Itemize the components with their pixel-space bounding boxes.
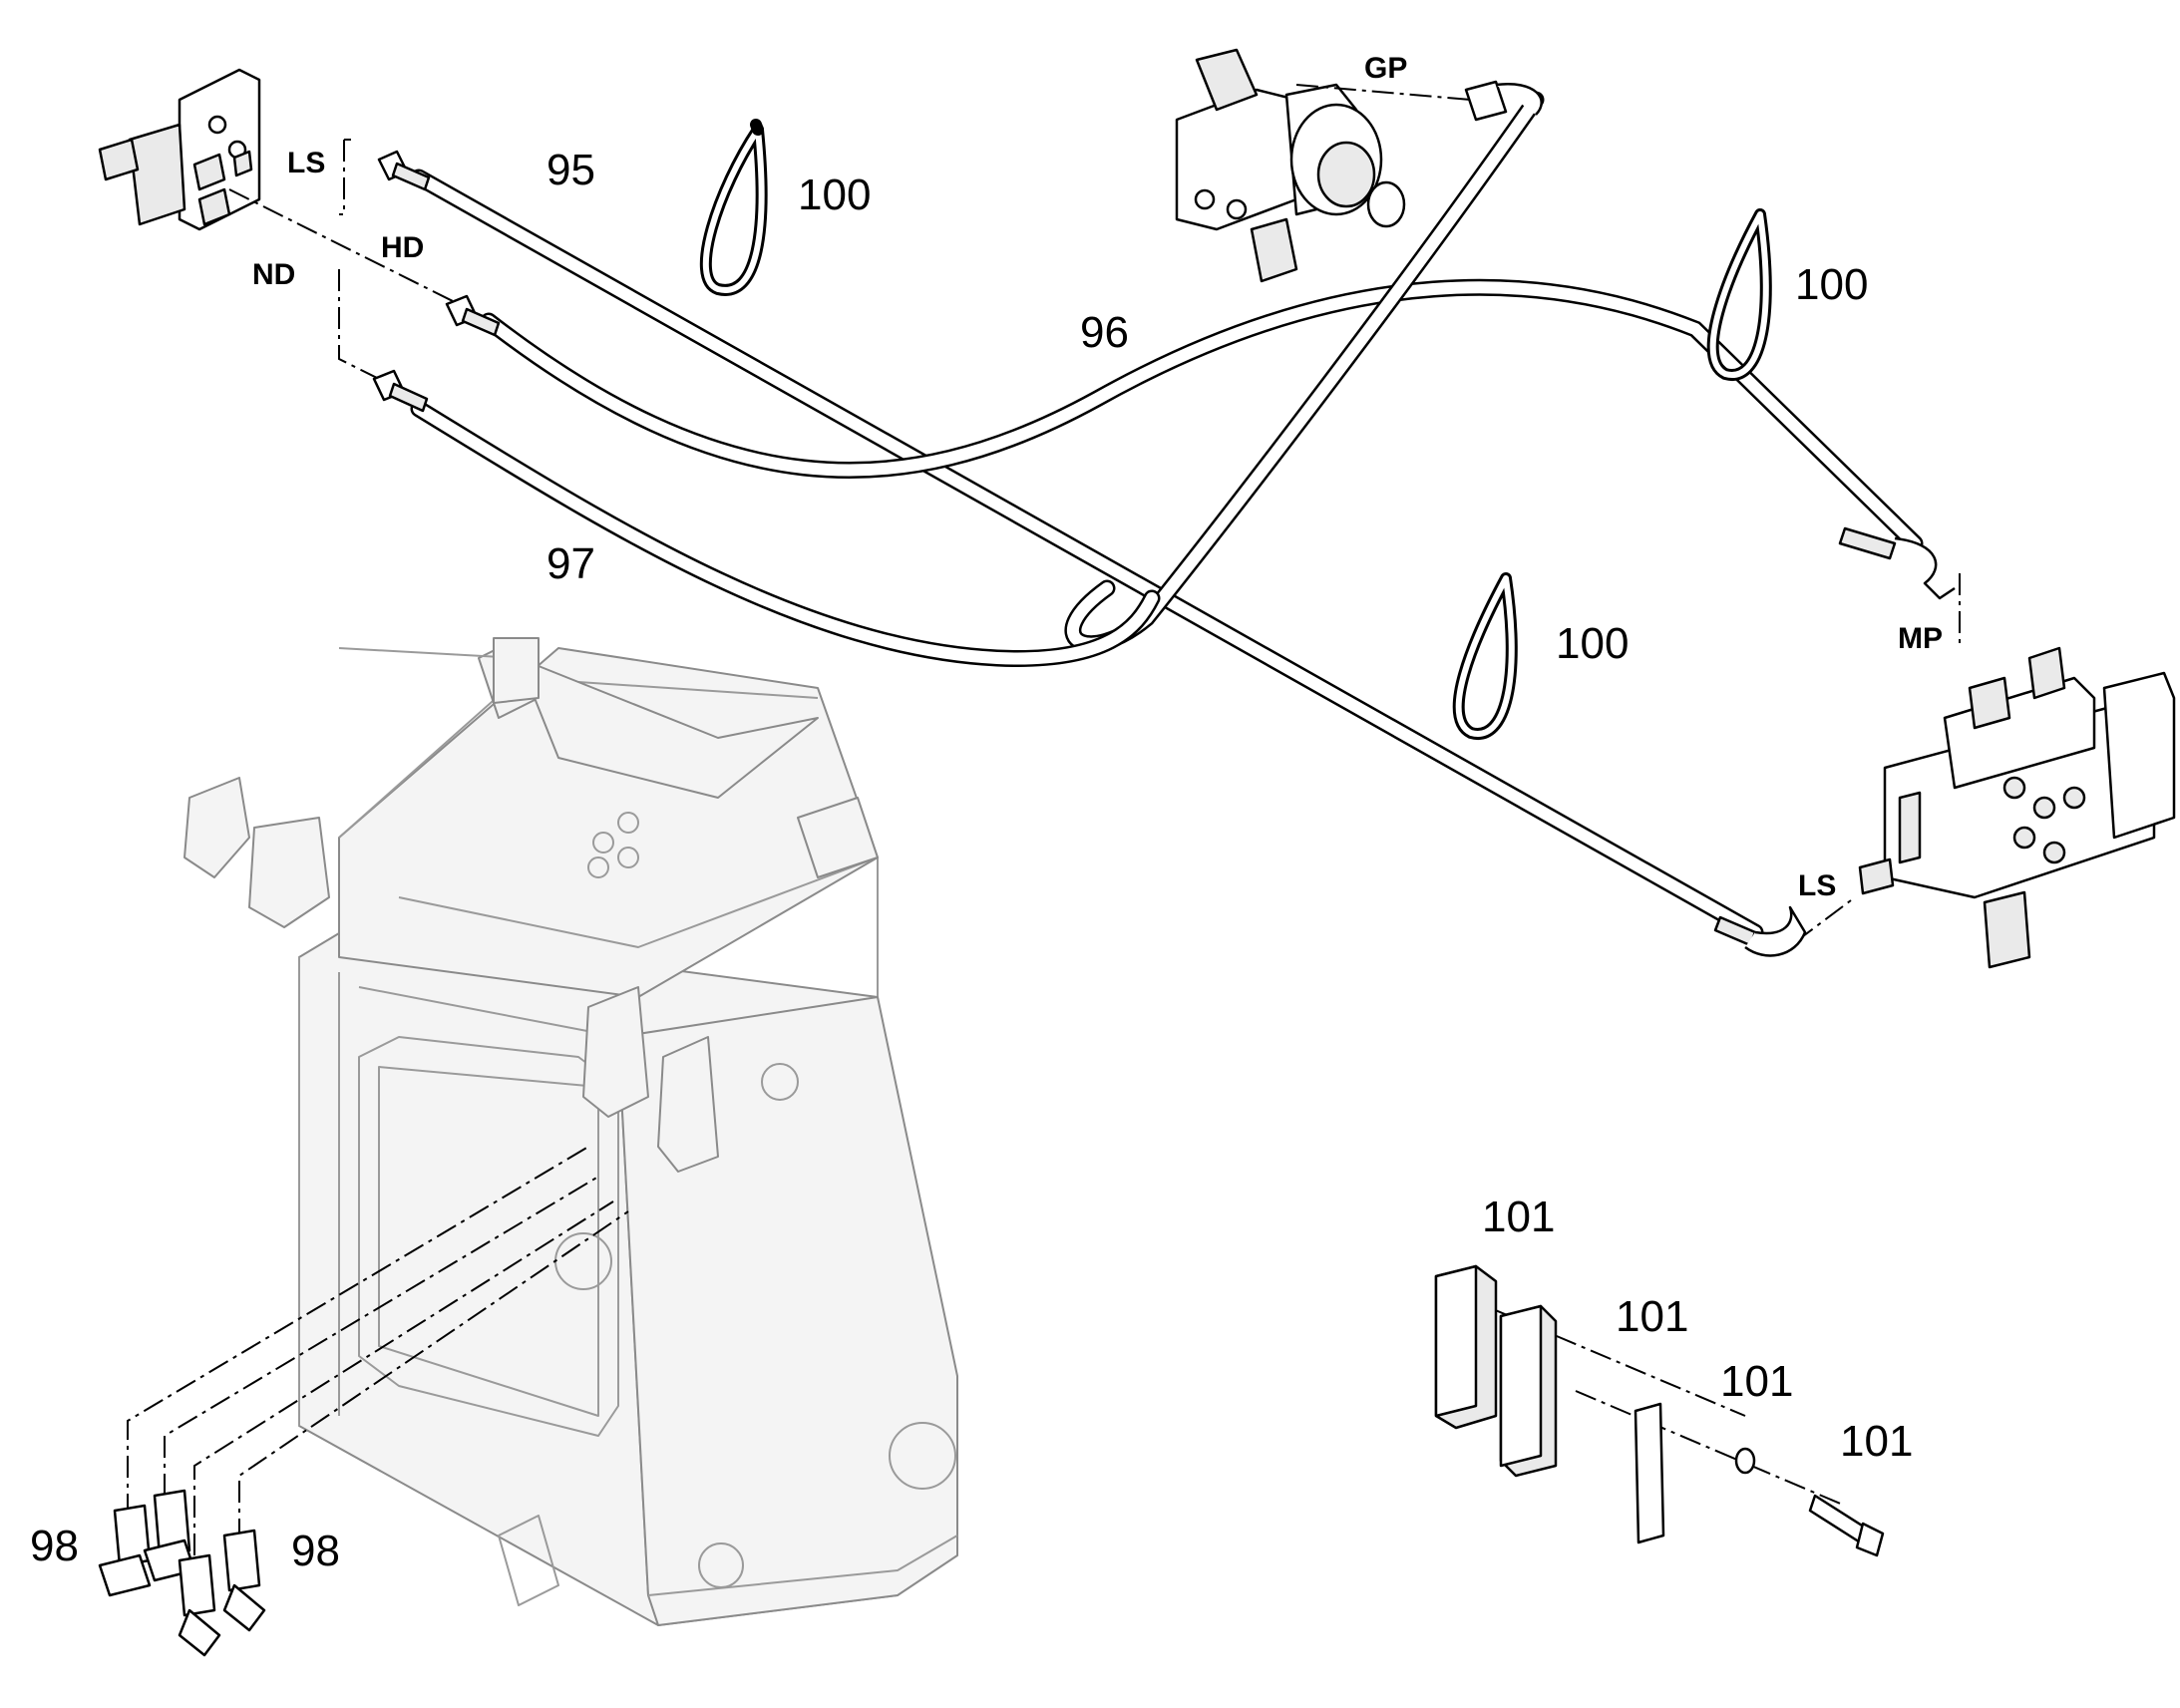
port-label-gp: GP [1364,52,1407,85]
cable-tie-100-c [1452,572,1518,740]
port-label-mp: MP [1898,622,1943,655]
callout-98-b: 98 [291,1527,340,1575]
callout-96: 96 [1080,308,1129,357]
cable-tie-100-a [699,119,768,296]
hose-97 [410,400,1161,667]
callout-101-b: 101 [1616,1292,1688,1341]
port-label-ls-right: LS [1798,869,1836,902]
chassis-frame [183,637,958,1626]
callout-97: 97 [546,539,595,588]
hose-gp [1064,91,1545,653]
callout-100-a: 100 [798,171,871,219]
callout-98-a: 98 [30,1522,79,1570]
port-label-nd: ND [252,258,295,291]
port-labels: LS HD ND GP MP LS [252,52,1943,902]
elbow-fittings-98 [98,1489,266,1657]
callout-101-d: 101 [1840,1417,1913,1466]
ls-hd-nd-manifold [98,68,261,231]
port-label-hd: HD [381,231,424,264]
gp-control-valve [1175,48,1406,283]
callout-100-c: 100 [1556,619,1629,668]
hose-end-fittings [372,80,1956,957]
port-label-ls-left: LS [287,147,325,179]
callout-101-c: 101 [1720,1357,1793,1406]
part-callouts: 95 96 97 98 98 100 100 100 101 101 101 1… [30,146,1913,1575]
mp-main-control-block [1858,646,2176,969]
callout-95: 95 [546,146,595,194]
callout-100-b: 100 [1795,260,1868,309]
hose-95 [410,169,1764,941]
hose-clamp-assembly-101 [1434,1264,1885,1557]
callout-101-a: 101 [1482,1193,1555,1241]
hose-96 [480,278,1924,552]
cable-tie-100-b [1706,208,1772,381]
